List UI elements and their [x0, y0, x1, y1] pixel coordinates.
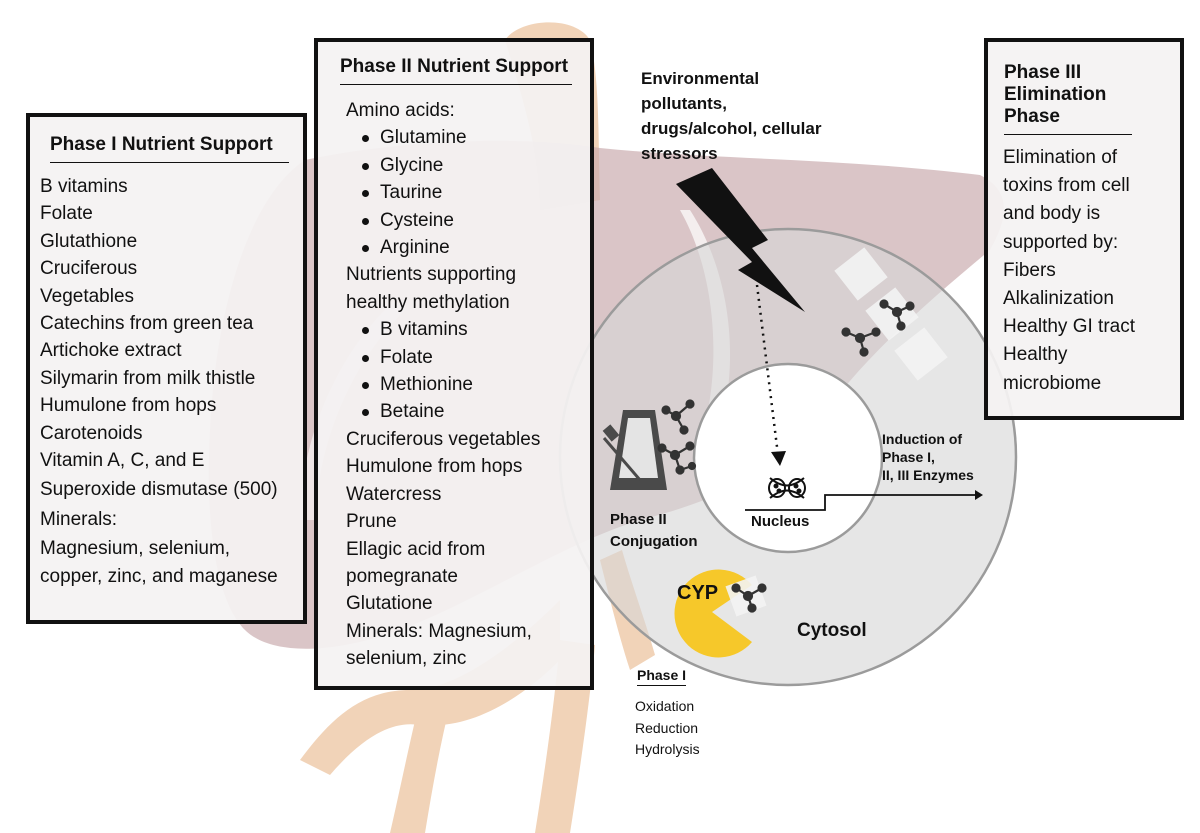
stressors-line: drugs/alcohol, cellular [641, 119, 822, 138]
phase2-item: pomegranate [346, 565, 458, 587]
dotted-arrow [755, 284, 780, 456]
phase1-item: Vegetables [40, 285, 135, 307]
phase2-item: selenium, zinc [346, 648, 467, 670]
conjugation-line: Conjugation [610, 533, 698, 550]
molecule-icon [731, 583, 767, 613]
phase2-item: Cruciferous vegetables [346, 428, 541, 450]
phase1-item: Magnesium, selenium, [40, 538, 231, 560]
methylation-item: Methionine [346, 371, 590, 398]
amino-acid-item: Glycine [346, 152, 590, 179]
nucleus-circle [692, 362, 884, 554]
methylation-item: Betaine [346, 398, 590, 425]
stressors-line: pollutants, [641, 94, 727, 113]
phase3-item: supported by: [1003, 231, 1119, 253]
stressors-label: Environmental pollutants, drugs/alcohol,… [641, 66, 821, 166]
phase3-item: Healthy GI tract [1003, 316, 1135, 338]
induction-line: Phase I, [882, 449, 935, 465]
phase1-item: Cruciferous [40, 258, 138, 280]
phase3-item: microbiome [1003, 372, 1102, 394]
phase3-support-list: Elimination of toxins from cell and body… [1003, 144, 1180, 398]
phase1-nutrient-box: Phase I Nutrient Support B vitamins Fola… [26, 113, 307, 624]
arrow-icon [745, 494, 975, 511]
methylation-item: B vitamins [346, 316, 590, 343]
cyp-label: CYP [677, 582, 719, 604]
cytosol-label: Cytosol [797, 620, 867, 641]
phase3-elimination-box: Phase III Elimination Phase Elimination … [984, 38, 1184, 420]
phase3-item: Elimination of [1003, 147, 1118, 168]
reaction-item: Oxidation [635, 698, 695, 714]
amino-acids-heading: Amino acids: [346, 100, 455, 121]
molecule-icon [879, 299, 915, 331]
phase3-title-line: Phase [1004, 106, 1060, 127]
phase1-item: Folate [40, 203, 93, 225]
methylation-heading: Nutrients supporting [346, 264, 517, 286]
amino-acid-item: Taurine [346, 179, 590, 206]
amino-acid-item: Arginine [346, 234, 590, 261]
induction-label: Induction of Phase I, II, III Enzymes [882, 430, 974, 484]
arrow-head [975, 490, 983, 500]
phase3-item: Alkalinization [1003, 288, 1114, 310]
phase1-item: Glutathione [40, 230, 138, 252]
methylation-item: Folate [346, 344, 590, 371]
amino-acid-item: Glutamine [346, 124, 590, 151]
phase2-nutrient-box: Phase II Nutrient Support Amino acids: G… [314, 38, 594, 690]
induction-line: Induction of [882, 431, 963, 447]
phase2-item: Minerals: Magnesium, [346, 620, 532, 642]
phase1-item: copper, zinc, and maganese [40, 565, 278, 587]
stressors-line: stressors [641, 144, 718, 163]
vesicle-square [894, 327, 948, 381]
phase3-item: toxins from cell [1003, 175, 1130, 197]
stressors-line: Environmental [641, 69, 760, 88]
phase1-label: Phase I [637, 667, 687, 686]
phase1-item: Artichoke extract [40, 340, 182, 362]
phase2-item: Prune [346, 511, 397, 533]
metronome-icon [602, 410, 667, 490]
phase1-item: Vitamin A, C, and E [40, 450, 205, 472]
liver-highlight [300, 300, 405, 520]
molecule-icon [841, 327, 881, 357]
dna-icon [768, 477, 806, 499]
phase3-title-line: Phase III [1004, 62, 1082, 83]
phase1-item: Silymarin from milk thistle [40, 367, 256, 389]
phase2-item: Humulone from hops [346, 456, 523, 478]
phase1-item: Carotenoids [40, 422, 143, 444]
phase2-nutrient-list: Amino acids: Glutamine Glycine Taurine C… [346, 97, 590, 673]
phase1-item: Humulone from hops [40, 395, 217, 417]
phase2-conjugation-label: Phase II Conjugation [610, 509, 697, 553]
molecule-icon [661, 399, 695, 435]
phase2-item: Glutatione [346, 593, 433, 615]
phase1-item: B vitamins [40, 176, 128, 197]
phase1-nutrient-list: B vitamins Folate Glutathione Cruciferou… [40, 173, 303, 590]
methylation-heading: healthy methylation [346, 291, 510, 313]
phase1-item: Superoxide dismutase (500) [40, 479, 278, 501]
phase3-box-title: Phase III Elimination Phase [1004, 62, 1132, 135]
phase2-item: Watercress [346, 483, 442, 505]
phase3-item: Healthy [1003, 344, 1068, 366]
phase3-item: and body is [1003, 203, 1101, 225]
molecule-icon [657, 441, 697, 475]
phase1-item: Minerals: [40, 508, 118, 530]
amino-acid-item: Cysteine [346, 207, 590, 234]
phase3-item: Fibers [1003, 259, 1056, 281]
phase1-reactions: Oxidation Reduction Hydrolysis [635, 696, 700, 761]
phase2-item: Ellagic acid from [346, 538, 486, 560]
lightning-bolt-icon [676, 168, 805, 312]
reaction-item: Reduction [635, 719, 699, 736]
conjugation-line: Phase II [610, 511, 667, 528]
phase2-box-title: Phase II Nutrient Support [340, 56, 572, 85]
arrow-head [771, 451, 786, 466]
phase3-title-line: Elimination [1004, 84, 1107, 105]
phase1-box-title: Phase I Nutrient Support [50, 134, 289, 163]
vesicle-square [834, 247, 888, 301]
reaction-item: Hydrolysis [635, 741, 700, 757]
induction-line: II, III Enzymes [882, 467, 974, 483]
phase1-item: Catechins from green tea [40, 313, 254, 335]
nucleus-label: Nucleus [751, 513, 810, 530]
